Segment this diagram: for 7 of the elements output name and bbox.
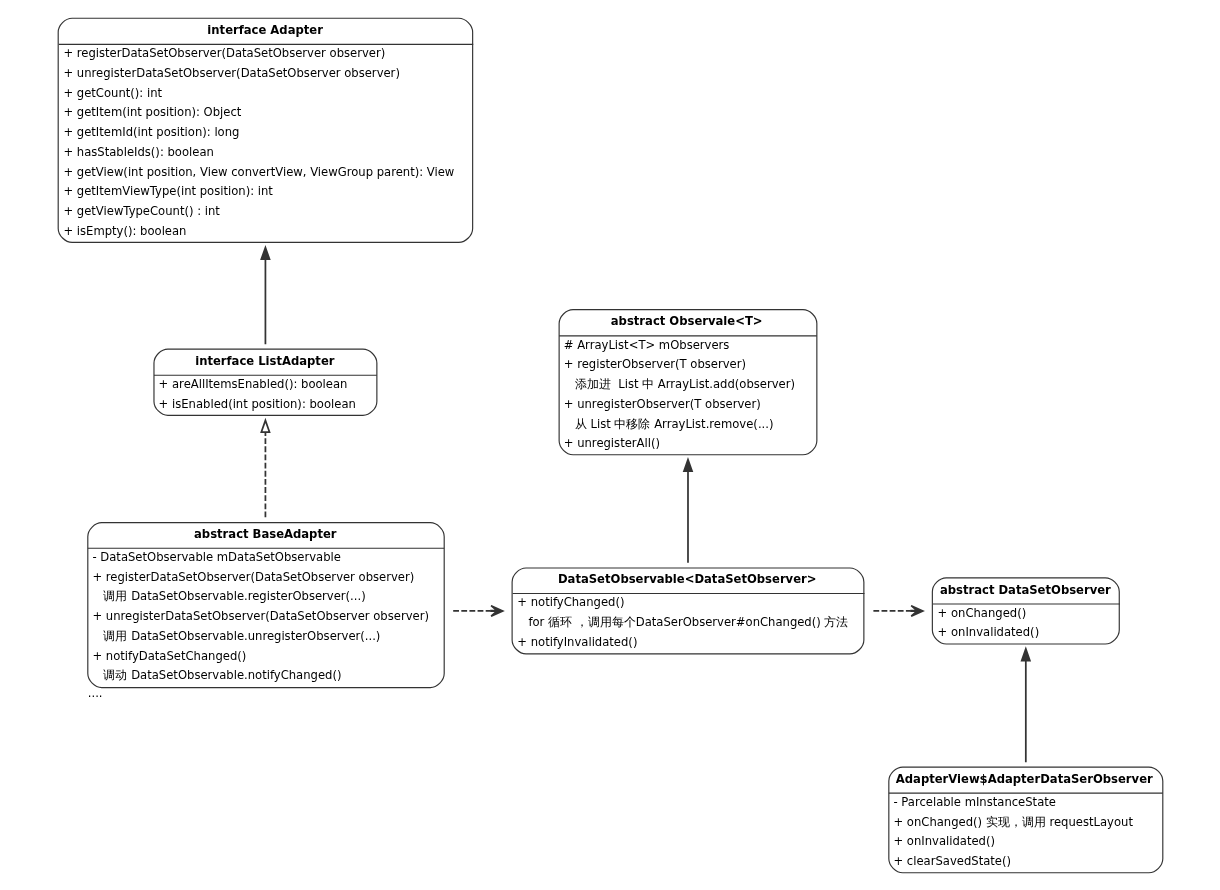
arrow [872, 604, 924, 617]
arrow [451, 604, 504, 617]
arrow [682, 456, 693, 564]
arrow [259, 244, 271, 345]
arrow [1020, 645, 1031, 763]
arrow [259, 417, 271, 518]
node-label: .... [87, 685, 103, 700]
